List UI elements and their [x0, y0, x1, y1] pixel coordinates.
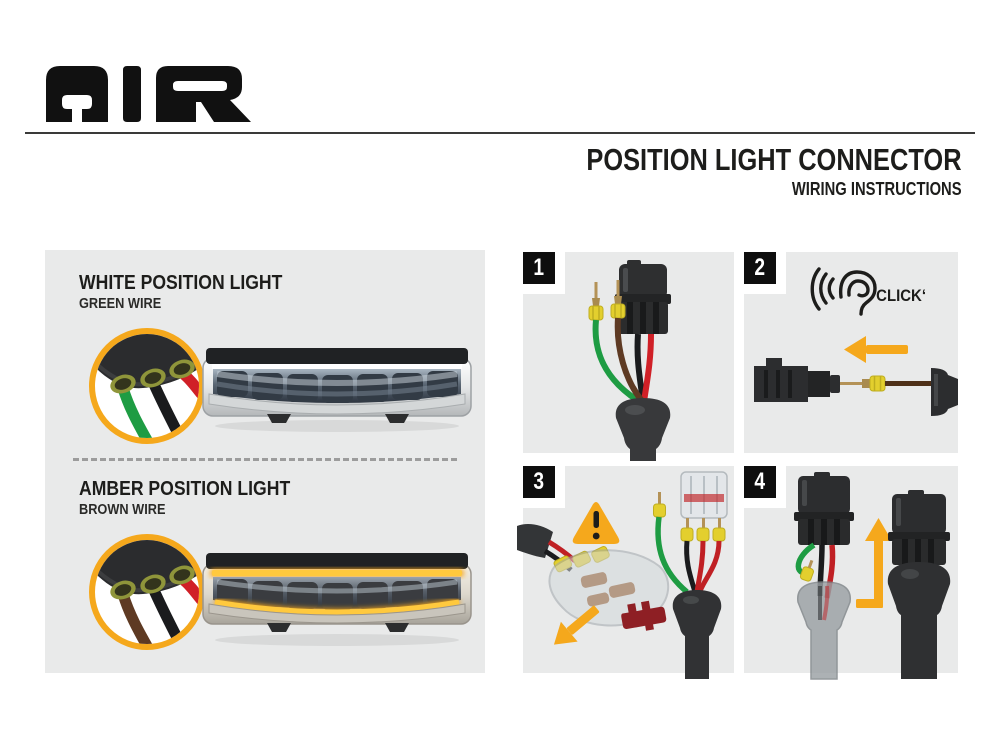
brown-wire-inset-graphic: [95, 540, 199, 644]
arrow-up-left-icon: [553, 605, 600, 645]
step-1-number: 1: [523, 252, 555, 284]
step-3-panel: 3: [517, 466, 734, 679]
page-title: POSITION LIGHT CONNECTOR: [586, 142, 962, 177]
step-4-panel: 4: [744, 466, 958, 680]
green-wire-inset-graphic: [95, 334, 199, 438]
inset-colored-wire: [117, 588, 153, 644]
step-3-illustration: [517, 471, 728, 679]
step-3-badge: 3: [523, 466, 565, 508]
section-subheading-green-wire: GREEN WIRE: [79, 296, 162, 312]
brown-wire-inset: [89, 534, 205, 650]
air-logo-graphic: [46, 66, 251, 122]
page-subtitle: WIRING INSTRUCTIONS: [792, 178, 962, 199]
section-subheading-brown-wire: BROWN WIRE: [79, 502, 166, 518]
step-1-panel: 1: [523, 252, 734, 461]
step-3-number: 3: [523, 466, 555, 498]
step-2-illustration: [754, 267, 958, 416]
step-4-number: 4: [744, 466, 776, 498]
click-label: ‘CLICK‘: [872, 286, 927, 305]
inset-colored-wire: [117, 382, 153, 438]
step-2-panel: 2 ‘CLICK‘: [744, 252, 958, 453]
retainer-clip: [621, 600, 667, 631]
step-2-number: 2: [744, 252, 776, 284]
section-divider: [73, 458, 457, 461]
left-panel: WHITE POSITION LIGHT GREEN WIRE: [45, 250, 485, 673]
white-light-bar-image: [195, 336, 480, 441]
header: POSITION LIGHT CONNECTOR WIRING INSTRUCT…: [504, 142, 962, 200]
section-heading-white: WHITE POSITION LIGHT: [79, 272, 283, 294]
step-1-illustration: [588, 260, 671, 461]
step-1-badge: 1: [523, 252, 565, 294]
arrow-up-icon: [856, 518, 892, 608]
section-heading-amber: AMBER POSITION LIGHT: [79, 478, 291, 500]
step-2-badge: 2: [744, 252, 786, 294]
air-logo: AIR: [46, 66, 251, 122]
step-4-illustration: [794, 472, 951, 680]
green-wire-inset: [89, 328, 205, 444]
ear-icon: [810, 267, 877, 316]
arrow-left-icon: [844, 336, 908, 363]
warning-icon: [572, 502, 620, 544]
header-rule: [25, 132, 975, 134]
amber-light-bar-image: [195, 540, 480, 657]
step-4-badge: 4: [744, 466, 786, 508]
